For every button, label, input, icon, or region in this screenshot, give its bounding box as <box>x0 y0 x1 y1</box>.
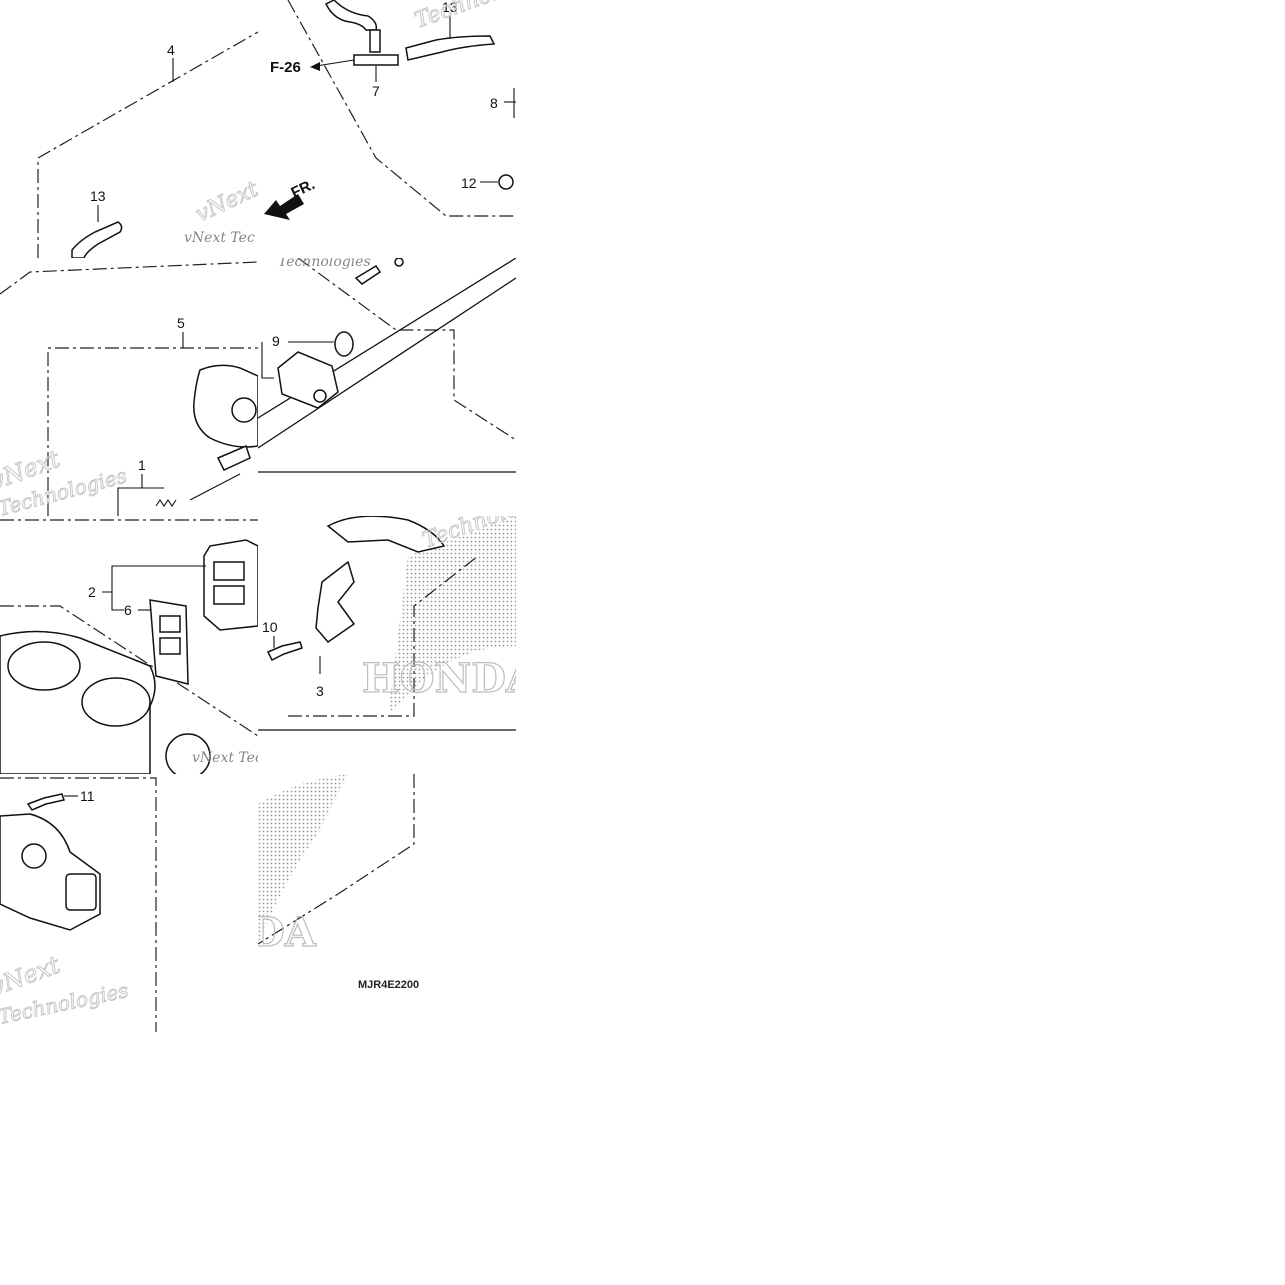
callout-2: 2 <box>88 584 96 600</box>
diagram-code: MJR4E2200 <box>358 979 419 991</box>
watermark-vnext: vNext <box>192 177 258 228</box>
callout-13-right: 13 <box>442 0 458 15</box>
connector <box>216 444 251 471</box>
honda-wing-dots-2 <box>258 774 348 944</box>
callout-4: 4 <box>167 42 175 58</box>
callout-10: 10 <box>262 619 278 635</box>
bolt-10 <box>266 641 303 662</box>
callout-12: 12 <box>461 175 477 191</box>
honda-logo: HONDA <box>362 655 516 702</box>
callout-8: 8 <box>490 95 498 111</box>
idle-air-valve <box>0 813 101 931</box>
callout-9: 9 <box>272 333 280 349</box>
watermark-tile-text-2: Technologies <box>278 258 371 270</box>
callout-11: 11 <box>80 788 95 804</box>
bolt-12 <box>498 174 514 190</box>
tile-top-middle: F-26 7 13 8 12 FR. Technologies <box>258 0 516 258</box>
callout-6: 6 <box>124 602 132 618</box>
front-label: FR. <box>289 176 318 202</box>
screw-upper <box>354 264 382 285</box>
throttle-top <box>326 516 446 553</box>
hose-upper <box>324 0 378 31</box>
t-joint-stem <box>369 29 381 53</box>
tile-lower-left: 2 6 vNext Tec <box>0 516 258 774</box>
o-ring <box>334 331 354 357</box>
tile-mid-left: 5 1 vNext Technologies <box>0 258 258 516</box>
tile-bottom-left: 11 vNext Technologies <box>0 774 258 1032</box>
honda-wing-dots <box>388 516 516 716</box>
hose-13-left <box>71 221 123 258</box>
callout-7: 7 <box>372 83 380 99</box>
bolt-11 <box>26 793 65 811</box>
insulator-2 <box>203 539 258 631</box>
tile-mid-center: 9 Technologies <box>258 258 516 516</box>
tile-lower-center: 10 3 HONDA Technologies <box>258 516 516 774</box>
watermark-tile-text: vNext Tec <box>184 230 255 246</box>
ref-f26: F-26 <box>270 59 301 76</box>
hose-13-right <box>405 35 496 61</box>
honda-logo-tail: DA <box>258 909 317 956</box>
spring-screw <box>155 499 177 507</box>
callout-3: 3 <box>316 683 324 699</box>
t-joint-body <box>353 54 399 66</box>
bracket-3 <box>315 560 356 644</box>
tile-top-left: 4 13 vNext vNext Tec <box>0 0 258 258</box>
callout-13-left: 13 <box>90 188 106 204</box>
callout-1: 1 <box>138 457 146 473</box>
front-direction-arrow: FR. <box>264 176 318 220</box>
throttle-sensor-body <box>193 364 258 448</box>
tile-bottom-center: DA MJR4E2200 <box>258 774 516 1032</box>
callout-5: 5 <box>177 315 185 331</box>
watermark-technologies: Technologies <box>412 0 516 34</box>
watermark-tile-text-3: vNext Tec <box>192 750 258 766</box>
ref-arrow <box>310 62 320 71</box>
